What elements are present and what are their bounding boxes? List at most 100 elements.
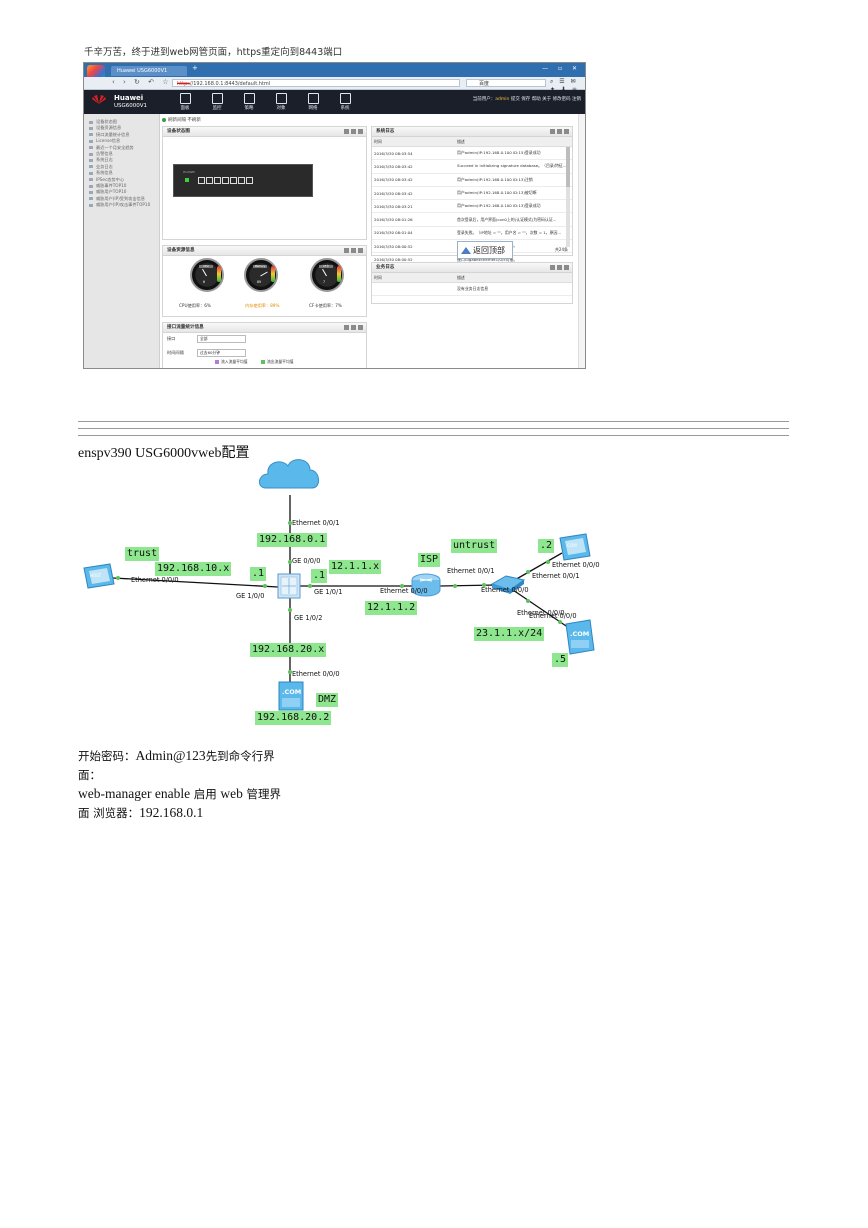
syslog-count: 共24条 <box>554 247 568 252</box>
iface-fw-ge101: GE 1/0/1 <box>314 588 343 596</box>
zone-dmz-label: DMZ <box>316 693 339 707</box>
note-line-4: 面 浏览器：192.168.0.1 <box>78 803 203 823</box>
firewall-icon <box>277 573 301 599</box>
web-ui-screenshot: Huawei USG6000V1 + — ▫ ✕ ‹ › ↻ ↶ ☆ https… <box>83 62 586 369</box>
panel-controls[interactable] <box>344 129 363 134</box>
sidebar-item[interactable]: 设备状态图 <box>84 119 159 125</box>
sidebar-item[interactable]: 业务日志 <box>84 164 159 170</box>
gauge-value: 6 <box>203 280 206 284</box>
config-title: enspv390 USG6000vweb配置 <box>78 446 250 461</box>
sidebar-item[interactable]: License信息 <box>84 138 159 144</box>
browser-tools[interactable]: ⌕ ☰ ✉ ✦ ⬇ ≡ <box>550 78 578 93</box>
search-input[interactable]: 百度 <box>466 79 546 87</box>
url-protocol: https <box>177 81 190 87</box>
iface-isp-000: Ethernet 0/0/0 <box>380 587 428 595</box>
menu-label: 监控 <box>212 106 222 111</box>
legend-out: 流出流量平均值 <box>261 359 294 365</box>
url-input[interactable]: https//192.168.0.1:8443/default.html <box>172 79 460 87</box>
user-links[interactable]: 提交 保存 帮助 关于 修改密码 注销 <box>510 97 581 102</box>
cell-desc: 首次登录后，用户界面(con0上的)认证模式(为密码认证... <box>455 212 572 227</box>
com-label-2: .COM <box>570 630 589 638</box>
legend-in-text: 流入流量平均值 <box>221 359 248 364</box>
iface-select[interactable]: 全部 <box>197 335 246 343</box>
com-label-3: .COM <box>282 688 301 696</box>
dmz-server-icon: .COM <box>278 681 304 711</box>
separator-line <box>78 435 789 436</box>
menu-system[interactable]: 系统 <box>334 92 356 111</box>
user-name: admin <box>495 97 510 102</box>
iface-fw-ge000: GE 0/0/0 <box>292 557 321 565</box>
sidebar-item[interactable]: 最近一个月安全趋势 <box>84 145 159 151</box>
iface-isp-001: Ethernet 0/0/1 <box>447 567 495 575</box>
menu-network[interactable]: 网络 <box>302 92 324 111</box>
nav-buttons[interactable]: ‹ › ↻ ↶ ☆ <box>112 78 172 86</box>
user-info: 当前用户：admin 提交 保存 帮助 关于 修改密码 注销 <box>473 96 581 102</box>
separator-line <box>78 421 789 422</box>
menu-dashboard[interactable]: 面板 <box>174 92 196 111</box>
iface-pc: Ethernet 0/0/0 <box>131 576 179 584</box>
panel-controls[interactable] <box>344 248 363 253</box>
zone-trust-label: trust <box>125 547 160 561</box>
syslog-scrollbar[interactable] <box>566 147 570 247</box>
note-text: 面： <box>78 768 101 782</box>
note-line-1: 开始密码：Admin@123先到命令行界 <box>78 746 275 766</box>
sidebar-item[interactable]: 设备资源信息 <box>84 125 159 131</box>
iface-sw-001: Ethernet 0/0/1 <box>532 572 580 580</box>
new-tab-button[interactable]: + <box>192 64 198 72</box>
col-desc: 描述 <box>455 137 572 147</box>
bizlog-panel: 业务日志 时间描述 没有业务日志信息 <box>371 262 573 304</box>
refresh-interval[interactable]: 刷新间隔 不刷新 <box>162 117 201 123</box>
device-led <box>185 178 189 182</box>
sidebar-item[interactable]: 威胁用户(IP)攻击事件TOP10 <box>84 202 159 208</box>
col-desc: 描述 <box>455 273 572 283</box>
menu-label: 网络 <box>308 106 318 111</box>
sidebar-item[interactable]: 系统日志 <box>84 157 159 163</box>
arrow-up-icon <box>461 247 471 254</box>
port-dot <box>288 608 292 612</box>
sidebar-item[interactable]: 威胁事件TOP10 <box>84 183 159 189</box>
panel-controls[interactable] <box>550 265 569 270</box>
back-to-top-button[interactable]: 返回顶部 <box>457 241 513 259</box>
network-icon <box>307 93 319 104</box>
window-controls[interactable]: — ▫ ✕ <box>542 65 581 72</box>
sidebar-item[interactable]: 威胁用户(IP)受到攻击信息 <box>84 196 159 202</box>
trust-network-label: 192.168.10.x <box>155 562 232 576</box>
device-image: HUAWEI <box>173 164 313 197</box>
device-status-panel: 设备状态图 HUAWEI <box>162 126 367 240</box>
cell-empty <box>372 282 455 297</box>
dashboard-icon <box>179 93 191 104</box>
user-label: 当前用户： <box>472 97 496 102</box>
sidebar-item[interactable]: 接口流量统计信息 <box>84 132 159 138</box>
app-header: Huawei USG6000V1 面板 监控 策略 对象 网络 系统 当前用户：… <box>84 90 585 114</box>
sidebar-item[interactable]: 告警信息 <box>84 151 159 157</box>
note-text: 启用 <box>190 787 221 801</box>
note-ip: 192.168.0.1 <box>139 805 204 820</box>
page-scrollbar[interactable] <box>578 114 585 368</box>
menu-object[interactable]: 对象 <box>270 92 292 111</box>
system-icon <box>339 93 351 104</box>
sidebar-item[interactable]: IPSec态势中心 <box>84 177 159 183</box>
device-port <box>214 177 221 184</box>
sidebar-item[interactable]: 威胁用户TOP10 <box>84 189 159 195</box>
iface-label: 接口 <box>167 336 176 341</box>
cell-time: 2016/3/30 08:01:04 <box>372 226 455 241</box>
panel-controls[interactable] <box>550 129 569 134</box>
panel-controls[interactable] <box>344 325 363 330</box>
panel-title-text: 系统日志 <box>376 129 395 134</box>
note-text: web <box>220 786 243 801</box>
address-bar-row: ‹ › ↻ ↶ ☆ https//192.168.0.1:8443/defaul… <box>84 77 585 93</box>
cell-time: 2016/3/30 08:03:42 <box>372 173 455 187</box>
menu-monitor[interactable]: 监控 <box>206 92 228 111</box>
browser-tab[interactable]: Huawei USG6000V1 <box>111 66 187 76</box>
legend-out-text: 流出流量平均值 <box>267 359 294 364</box>
menu-policy[interactable]: 策略 <box>238 92 260 111</box>
sidebar-item[interactable]: 系统信息 <box>84 170 159 176</box>
period-select[interactable]: 过去60分钟 <box>197 349 246 357</box>
port-dot <box>546 560 550 564</box>
url-text: //192.168.0.1:8443/default.html <box>189 81 271 87</box>
